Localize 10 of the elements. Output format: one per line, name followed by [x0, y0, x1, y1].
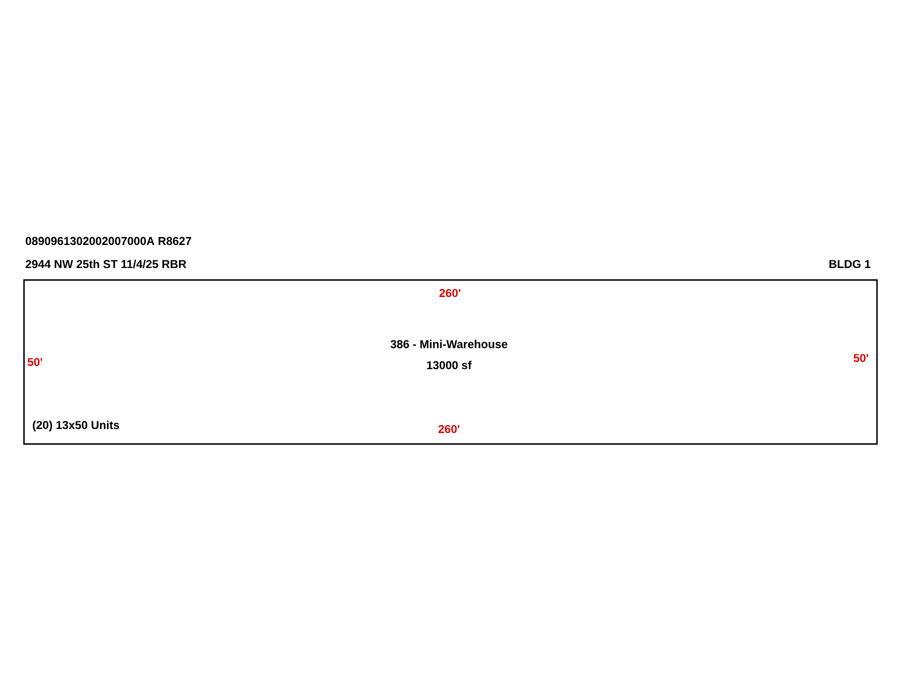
dimension-label: 50': [28, 358, 42, 366]
dimension-label: 260': [439, 288, 460, 298]
header-text: 0890961302002007000A R8627: [26, 236, 192, 246]
dimension-label: 260': [438, 424, 460, 434]
area-text: 13000 sf: [427, 360, 472, 370]
units-text: (20) 13x50 Units: [32, 420, 120, 432]
building-label: BLDG 1: [829, 260, 870, 268]
header-text: 2944 NW 25th ST 11/4/25 RBR: [26, 260, 186, 268]
building-use-text: 386 - Mini-Warehouse: [390, 340, 508, 348]
dimension-label: 50': [854, 354, 868, 362]
